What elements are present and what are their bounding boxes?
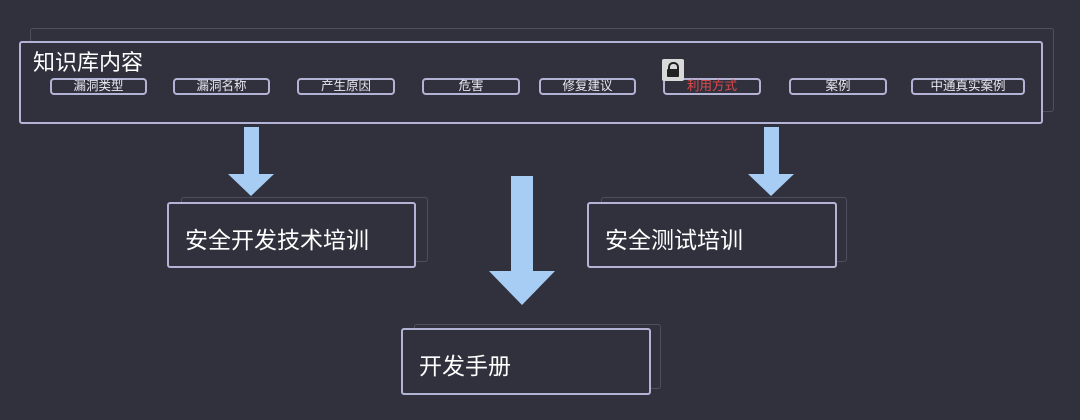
kb-item-label: 中通真实案例	[930, 78, 1006, 94]
security-test-training-box: 安全测试培训	[587, 202, 837, 268]
kb-item-real-case: 中通真实案例	[911, 78, 1025, 95]
kb-item-label: 案例	[825, 78, 851, 94]
kb-item-label: 利用方式	[686, 78, 737, 94]
secure-dev-training-title: 安全开发技术培训	[185, 228, 369, 254]
kb-item-vuln-name: 漏洞名称	[173, 78, 270, 95]
kb-item-harm: 危害	[422, 78, 520, 95]
security-test-training-title: 安全测试培训	[605, 228, 743, 254]
kb-item-fix-suggestion: 修复建议	[539, 78, 636, 95]
dev-manual-title: 开发手册	[419, 354, 511, 380]
knowledge-base-box: 知识库内容 漏洞类型 漏洞名称 产生原因 危害 修复建议 利用方式 案例 中通真…	[19, 41, 1043, 124]
kb-item-label: 漏洞名称	[196, 78, 247, 94]
kb-item-label: 修复建议	[562, 78, 613, 94]
kb-item-label: 危害	[458, 78, 484, 94]
arrow-down-icon	[489, 176, 555, 305]
arrow-down-icon	[748, 127, 794, 196]
lock-icon[interactable]	[662, 59, 684, 81]
kb-item-case: 案例	[789, 78, 887, 95]
dev-manual-box: 开发手册	[401, 328, 651, 395]
secure-dev-training-box: 安全开发技术培训	[167, 202, 416, 268]
arrow-down-icon	[228, 127, 274, 196]
kb-item-label: 漏洞类型	[73, 78, 124, 94]
kb-item-exploit-method: 利用方式	[663, 78, 761, 95]
kb-item-vuln-type: 漏洞类型	[50, 78, 147, 95]
kb-item-cause: 产生原因	[297, 78, 395, 95]
kb-item-label: 产生原因	[320, 78, 371, 94]
knowledge-base-title: 知识库内容	[33, 51, 144, 76]
